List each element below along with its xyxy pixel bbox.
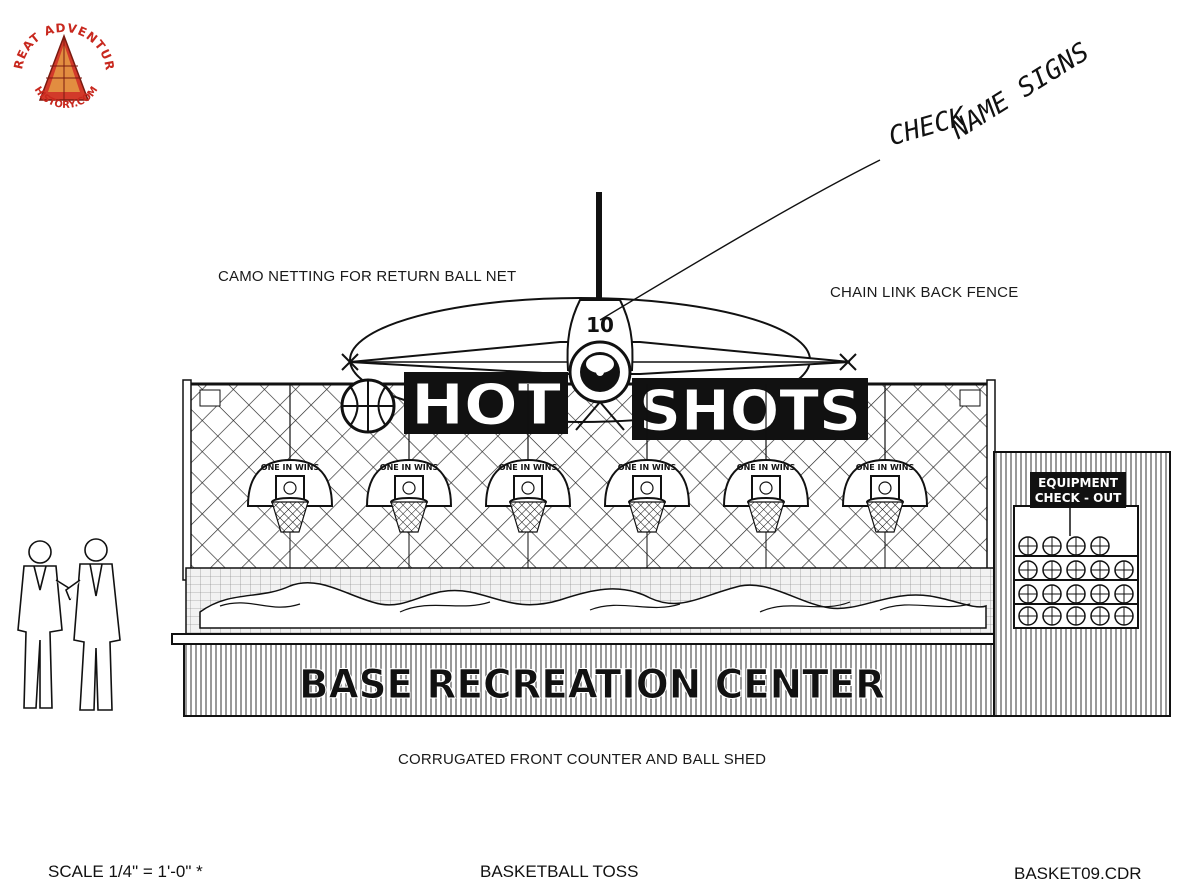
basketball-hoop: ONE IN WINS <box>603 384 691 568</box>
basketball-hoop: ONE IN WINS <box>841 384 929 568</box>
footer-filename: BASKET09.CDR <box>1014 864 1142 883</box>
ball-shed: EQUIPMENT CHECK - OUT <box>993 451 1171 717</box>
label-camo-netting: CAMO NETTING FOR RETURN BALL NET <box>218 268 517 285</box>
shed-basketball-icon <box>1090 606 1110 626</box>
shed-basketball-icon <box>1066 560 1086 580</box>
hoop-label: ONE IN WINS <box>499 463 558 472</box>
footer-title: BASKETBALL TOSS <box>480 862 639 881</box>
basketball-hoop: ONE IN WINS <box>722 384 810 568</box>
hot-shots-sign: HOT SHOTS <box>404 372 868 445</box>
people-figures <box>17 538 121 711</box>
shed-basketball-icon <box>1042 536 1062 556</box>
shed-basketball-icon <box>1114 584 1134 604</box>
shed-basketball-icon <box>1042 584 1062 604</box>
basketball-hoop: ONE IN WINS <box>365 384 453 568</box>
front-counter: BASE RECREATION CENTER <box>171 633 997 717</box>
hoop-label: ONE IN WINS <box>261 463 320 472</box>
hoop-label: ONE IN WINS <box>380 463 439 472</box>
shed-basketball-icon <box>1114 606 1134 626</box>
counter-sign: BASE RECREATION CENTER <box>299 662 885 708</box>
handwritten-pointer-line <box>599 159 881 321</box>
shed-basketball-icon <box>1090 584 1110 604</box>
shed-sign-line1: EQUIPMENT <box>1038 476 1119 490</box>
basketball-icon <box>340 378 396 434</box>
footer-scale: SCALE 1/4" = 1'-0" * <box>48 862 203 881</box>
jet-number: 10 <box>586 313 614 337</box>
sign-word-shots: SHOTS <box>639 379 861 444</box>
shed-basketball-icon <box>1042 606 1062 626</box>
shed-basketballs <box>1018 536 1134 626</box>
shed-basketball-icon <box>1114 560 1134 580</box>
shed-basketball-icon <box>1066 536 1086 556</box>
basketball-hoop: ONE IN WINS <box>484 384 572 568</box>
label-corrugated-counter: CORRUGATED FRONT COUNTER AND BALL SHED <box>398 751 767 768</box>
shed-basketball-icon <box>1042 560 1062 580</box>
hoop-label: ONE IN WINS <box>618 463 677 472</box>
shed-basketball-icon <box>1090 560 1110 580</box>
shed-basketball-icon <box>1090 536 1110 556</box>
shed-basketball-icon <box>1018 606 1038 626</box>
shed-basketball-icon <box>1018 560 1038 580</box>
shed-basketball-icon <box>1066 606 1086 626</box>
shed-basketball-icon <box>1018 536 1038 556</box>
label-chain-link: CHAIN LINK BACK FENCE <box>830 284 1019 301</box>
hoop-label: ONE IN WINS <box>737 463 796 472</box>
shed-basketball-icon <box>1018 584 1038 604</box>
camo-return-net <box>185 567 995 637</box>
basketball-hoop: ONE IN WINS <box>246 384 334 568</box>
shed-sign-line2: CHECK - OUT <box>1035 491 1122 505</box>
hoop-group: ONE IN WINS ONE IN WINS ONE IN WINS ONE IN … <box>246 384 929 568</box>
jet-fighter-illustration: 10 <box>341 192 857 431</box>
sign-word-hot: HOT <box>411 373 561 438</box>
great-adventure-history-logo: GREAT ADVENTURE HISTORY.COM <box>12 22 116 111</box>
hoop-label: ONE IN WINS <box>856 463 915 472</box>
shed-basketball-icon <box>1066 584 1086 604</box>
